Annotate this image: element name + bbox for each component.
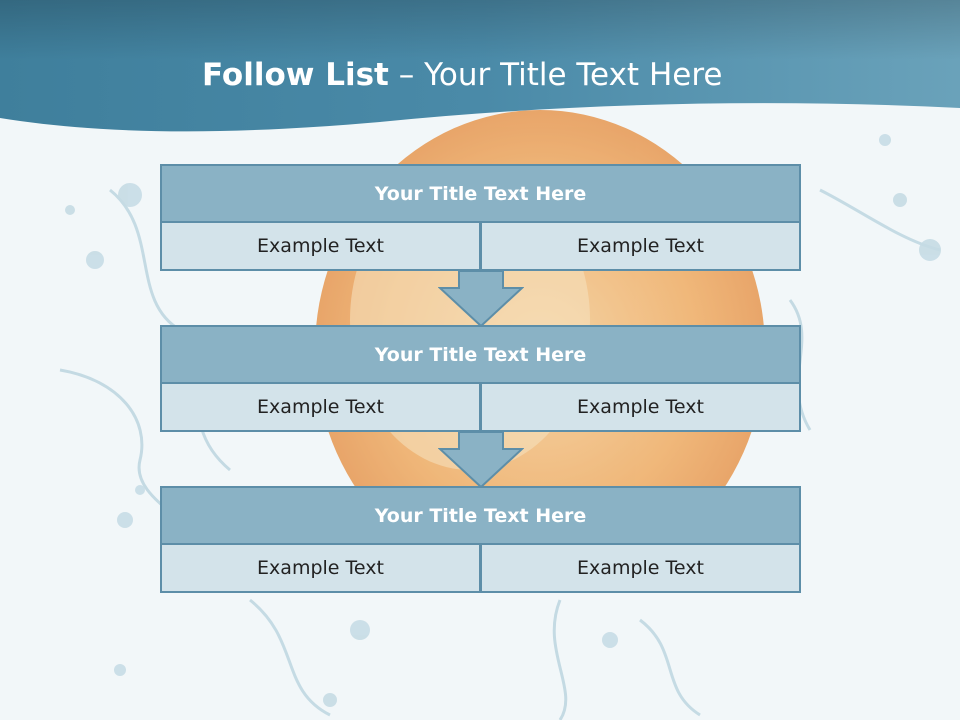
step-title: Your Title Text Here xyxy=(160,486,801,545)
step-cell-right: Example Text xyxy=(480,543,801,593)
slide-title-bold: Follow List xyxy=(202,57,389,93)
step-cell-right: Example Text xyxy=(480,382,801,432)
down-arrow-icon xyxy=(438,431,524,489)
step-cell-left: Example Text xyxy=(160,543,481,593)
step-cell-left: Example Text xyxy=(160,221,481,271)
step-title: Your Title Text Here xyxy=(160,164,801,223)
water-drops xyxy=(65,134,941,707)
step-cell-left: Example Text xyxy=(160,382,481,432)
slide-title: Follow List – Your Title Text Here xyxy=(202,54,902,96)
step-title: Your Title Text Here xyxy=(160,325,801,384)
step-cell-right: Example Text xyxy=(480,221,801,271)
slide-title-rest: – Your Title Text Here xyxy=(388,57,723,93)
down-arrow-icon xyxy=(438,270,524,328)
